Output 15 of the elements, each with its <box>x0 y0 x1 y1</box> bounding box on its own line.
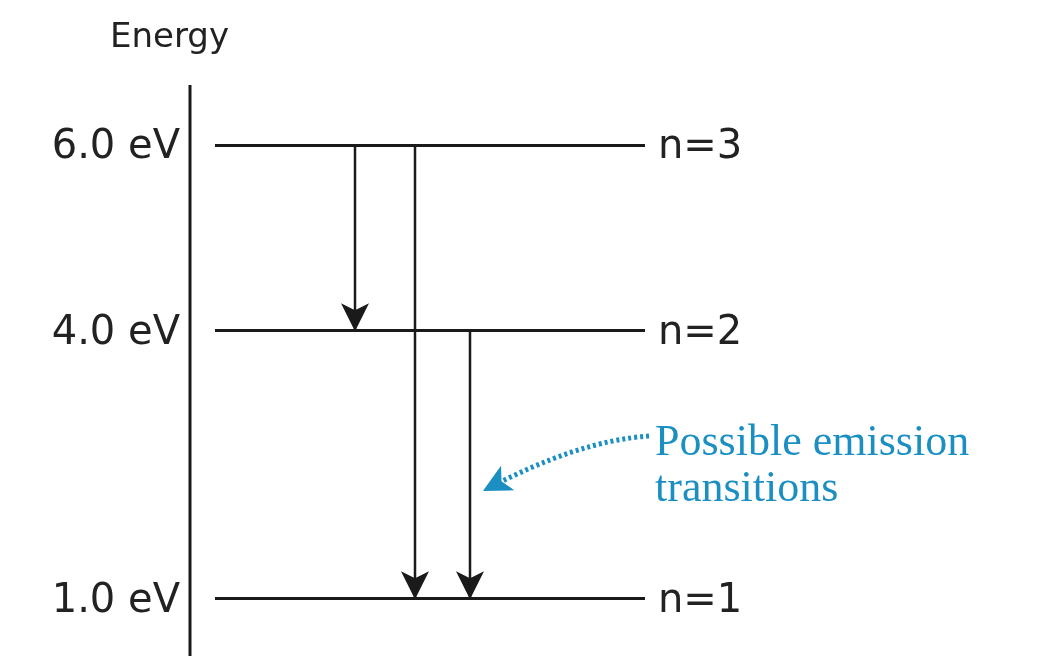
energy-value: 1.0 eV <box>51 578 180 618</box>
transition-arrow <box>401 147 429 600</box>
leader-arrow <box>482 433 650 493</box>
level-label: n=3 <box>658 124 743 164</box>
level-label: n=2 <box>658 310 743 350</box>
axis-label: Energy <box>110 18 230 52</box>
energy-value: 4.0 eV <box>51 310 180 350</box>
annotation-text: Possible emission transitions <box>655 418 1055 511</box>
energy-level-line <box>215 144 645 147</box>
level-label: n=1 <box>658 578 743 618</box>
energy-value: 6.0 eV <box>51 124 180 164</box>
transition-arrow <box>456 332 484 600</box>
energy-level-line <box>215 329 645 332</box>
transition-arrow <box>341 147 369 332</box>
energy-level-line <box>215 597 645 600</box>
